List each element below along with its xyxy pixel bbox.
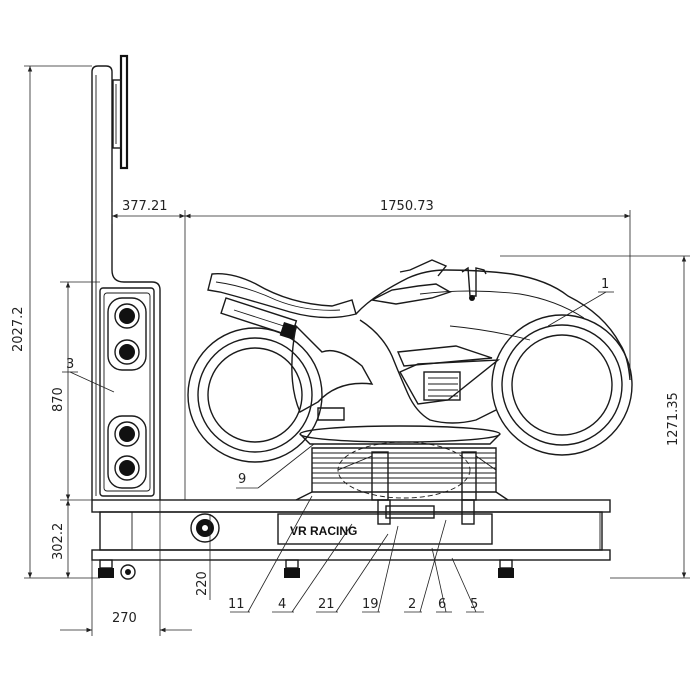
dimension-wheel-size: 220 xyxy=(195,514,211,600)
callout-4: 4 xyxy=(278,597,286,612)
dimension-panel-offset: 377.21 xyxy=(111,199,186,500)
speaker-cabinet xyxy=(99,287,155,497)
callout-3: 3 xyxy=(66,357,74,372)
dim-base-height: 302.2 xyxy=(51,523,66,560)
dimension-body-length: 1750.73 xyxy=(185,199,631,380)
dim-base-width: 270 xyxy=(112,611,137,626)
callout-19: 19 xyxy=(362,597,379,612)
dimension-base-height: 302.2 xyxy=(51,499,92,578)
base-platform: VR RACING xyxy=(91,499,611,561)
dim-body-length: 1750.73 xyxy=(380,199,434,214)
fan-icon xyxy=(190,513,220,543)
callout-1: 1 xyxy=(601,277,609,292)
base-label: VR RACING xyxy=(290,524,357,538)
bellows xyxy=(311,447,497,493)
callout-leaders xyxy=(62,291,614,613)
dimension-speaker-height: 870 xyxy=(51,281,100,500)
feet xyxy=(98,559,514,580)
callout-11: 11 xyxy=(228,597,245,612)
speaker-icon xyxy=(114,303,140,481)
callout-21: 21 xyxy=(318,597,335,612)
motorcycle-body xyxy=(187,259,633,463)
callout-2: 2 xyxy=(408,597,416,612)
display-column xyxy=(91,65,161,500)
dimension-seat-height: 1271.35 xyxy=(500,255,690,579)
dim-speaker-height: 870 xyxy=(51,387,66,412)
dimension-base-width: 270 xyxy=(60,500,192,636)
callout-9: 9 xyxy=(238,472,246,487)
monitor xyxy=(112,54,129,170)
dim-seat-height: 1271.35 xyxy=(666,392,681,446)
dim-wheel-size: 220 xyxy=(195,571,210,596)
dim-total-height: 2027.2 xyxy=(11,307,26,353)
motion-platform xyxy=(295,425,509,525)
callout-5: 5 xyxy=(470,597,478,612)
dim-panel-offset: 377.21 xyxy=(122,199,168,214)
callout-6: 6 xyxy=(438,597,446,612)
dimension-total-height: 2027.2 xyxy=(11,65,100,579)
